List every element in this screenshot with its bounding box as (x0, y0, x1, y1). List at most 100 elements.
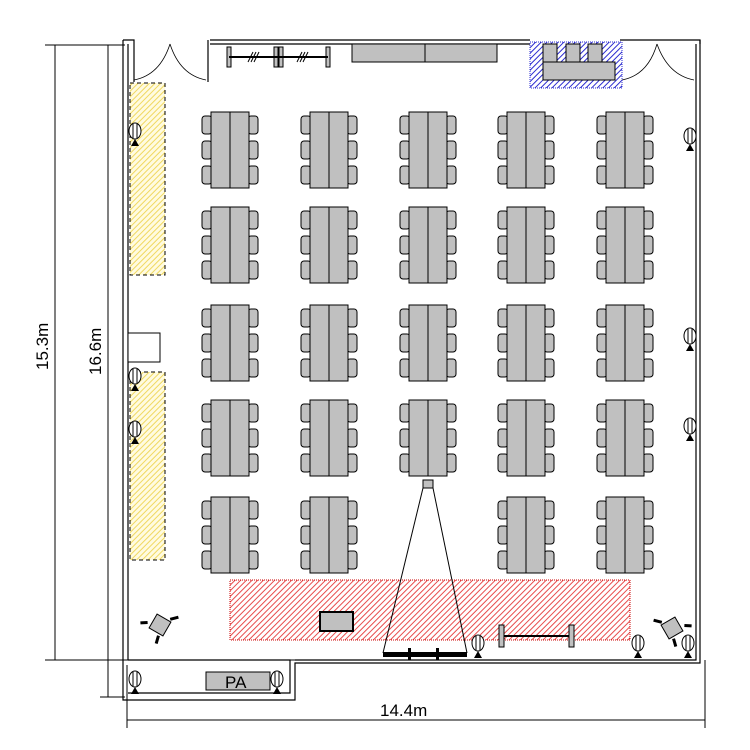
table (605, 206, 626, 284)
table-group (300, 111, 358, 189)
table (210, 206, 231, 284)
yellow-zone-upper (129, 82, 166, 276)
microphone-icon (683, 327, 697, 351)
microphone-icon (631, 634, 645, 658)
table-group (201, 399, 259, 477)
table (210, 111, 231, 189)
table-group (399, 111, 457, 189)
table-group (497, 111, 555, 189)
table (229, 496, 250, 574)
table (229, 111, 250, 189)
table-group (201, 111, 259, 189)
table (408, 399, 429, 477)
table (624, 304, 645, 382)
microphone-icon (128, 670, 142, 694)
podium (319, 611, 354, 632)
microphone-icon (128, 420, 142, 444)
table (309, 206, 330, 284)
table (506, 111, 527, 189)
table-group (596, 304, 654, 382)
table (309, 111, 330, 189)
table (506, 206, 527, 284)
microphone-icon (270, 670, 284, 694)
table (328, 111, 349, 189)
top-counter (351, 43, 498, 63)
table (309, 399, 330, 477)
table-group (497, 496, 555, 574)
table (229, 304, 250, 382)
table (525, 496, 546, 574)
table (427, 304, 448, 382)
table-group (201, 496, 259, 574)
table (328, 304, 349, 382)
projection-screen (383, 648, 467, 660)
table-group (596, 399, 654, 477)
table (624, 111, 645, 189)
table-group (201, 304, 259, 382)
yellow-zone-lower (129, 371, 166, 561)
microphone-icon (471, 634, 485, 658)
table-group (300, 496, 358, 574)
table-group (201, 206, 259, 284)
table-group (497, 399, 555, 477)
microphone-icon (128, 122, 142, 146)
table-group (497, 304, 555, 382)
projector (382, 479, 468, 654)
table (506, 399, 527, 477)
table (210, 399, 231, 477)
table-group (300, 399, 358, 477)
table (605, 496, 626, 574)
microphone-icon (683, 127, 697, 151)
table-group (497, 206, 555, 284)
doors (133, 43, 695, 81)
table (605, 399, 626, 477)
table-group (596, 496, 654, 574)
table (328, 496, 349, 574)
table (624, 399, 645, 477)
table-group (399, 206, 457, 284)
stage-bar (498, 624, 575, 648)
table (309, 496, 330, 574)
stage-zone (229, 579, 631, 641)
table (624, 496, 645, 574)
table-group (596, 206, 654, 284)
table (506, 304, 527, 382)
table (525, 111, 546, 189)
table-group (300, 206, 358, 284)
table-group (300, 304, 358, 382)
table (328, 206, 349, 284)
table (525, 304, 546, 382)
table (427, 111, 448, 189)
coat-rack (226, 46, 331, 68)
dimension-height-inner: 15.3m (33, 323, 52, 370)
table (408, 111, 429, 189)
speaker-right-icon (653, 616, 692, 648)
table (525, 399, 546, 477)
table (605, 111, 626, 189)
dimension-lines (45, 44, 706, 728)
table (210, 496, 231, 574)
speaker-left-icon (140, 613, 179, 645)
microphone-icon (683, 417, 697, 441)
table (229, 206, 250, 284)
table-group (399, 304, 457, 382)
table (506, 496, 527, 574)
table (525, 206, 546, 284)
table (408, 206, 429, 284)
table (427, 399, 448, 477)
pa-equipment: PA (205, 671, 271, 692)
table (427, 206, 448, 284)
table (210, 304, 231, 382)
table (309, 304, 330, 382)
microphone-icon (128, 367, 142, 391)
wall-notch (127, 332, 161, 363)
dimension-width: 14.4m (380, 701, 427, 720)
microphones (128, 122, 697, 694)
table-group (596, 111, 654, 189)
table (605, 304, 626, 382)
table (328, 399, 349, 477)
dimension-height-outer: 16.6m (86, 328, 105, 375)
pa-label: PA (225, 673, 247, 692)
table (408, 304, 429, 382)
